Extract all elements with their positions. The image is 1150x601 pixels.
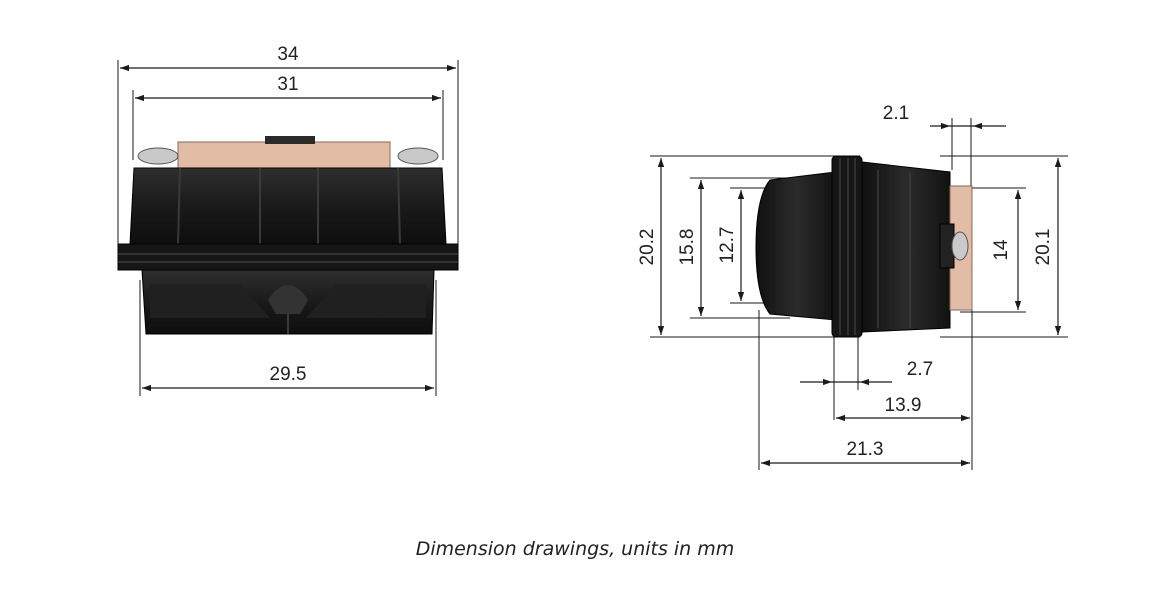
dim-label-31: 31	[277, 74, 298, 95]
pcb-board	[177, 141, 391, 169]
screw-right-icon	[397, 147, 439, 165]
figure-caption: Dimension drawings, units in mm	[415, 538, 735, 560]
dim-label-21-3: 21.3	[847, 439, 884, 460]
connector-nose	[755, 171, 837, 321]
screw-side-icon	[951, 231, 969, 261]
dim-label-34: 34	[277, 44, 299, 65]
dim-label-20-2: 20.2	[637, 229, 658, 266]
housing-flange	[117, 243, 459, 271]
dim-label-2-7: 2.7	[907, 359, 933, 380]
front-view	[117, 60, 459, 396]
dim-label-12-7: 12.7	[717, 227, 738, 264]
dim-label-29-5: 29.5	[270, 364, 307, 385]
dim-label-13-9: 13.9	[885, 395, 922, 416]
dim-label-20-1: 20.1	[1033, 229, 1054, 266]
connector-rear	[861, 161, 951, 333]
connector-flange	[831, 155, 863, 338]
screw-left-icon	[137, 147, 179, 165]
dim-label-14: 14	[991, 239, 1012, 261]
dim-label-2-1: 2.1	[883, 103, 909, 124]
side-view	[650, 118, 1068, 470]
dim-label-15-8: 15.8	[677, 229, 698, 266]
